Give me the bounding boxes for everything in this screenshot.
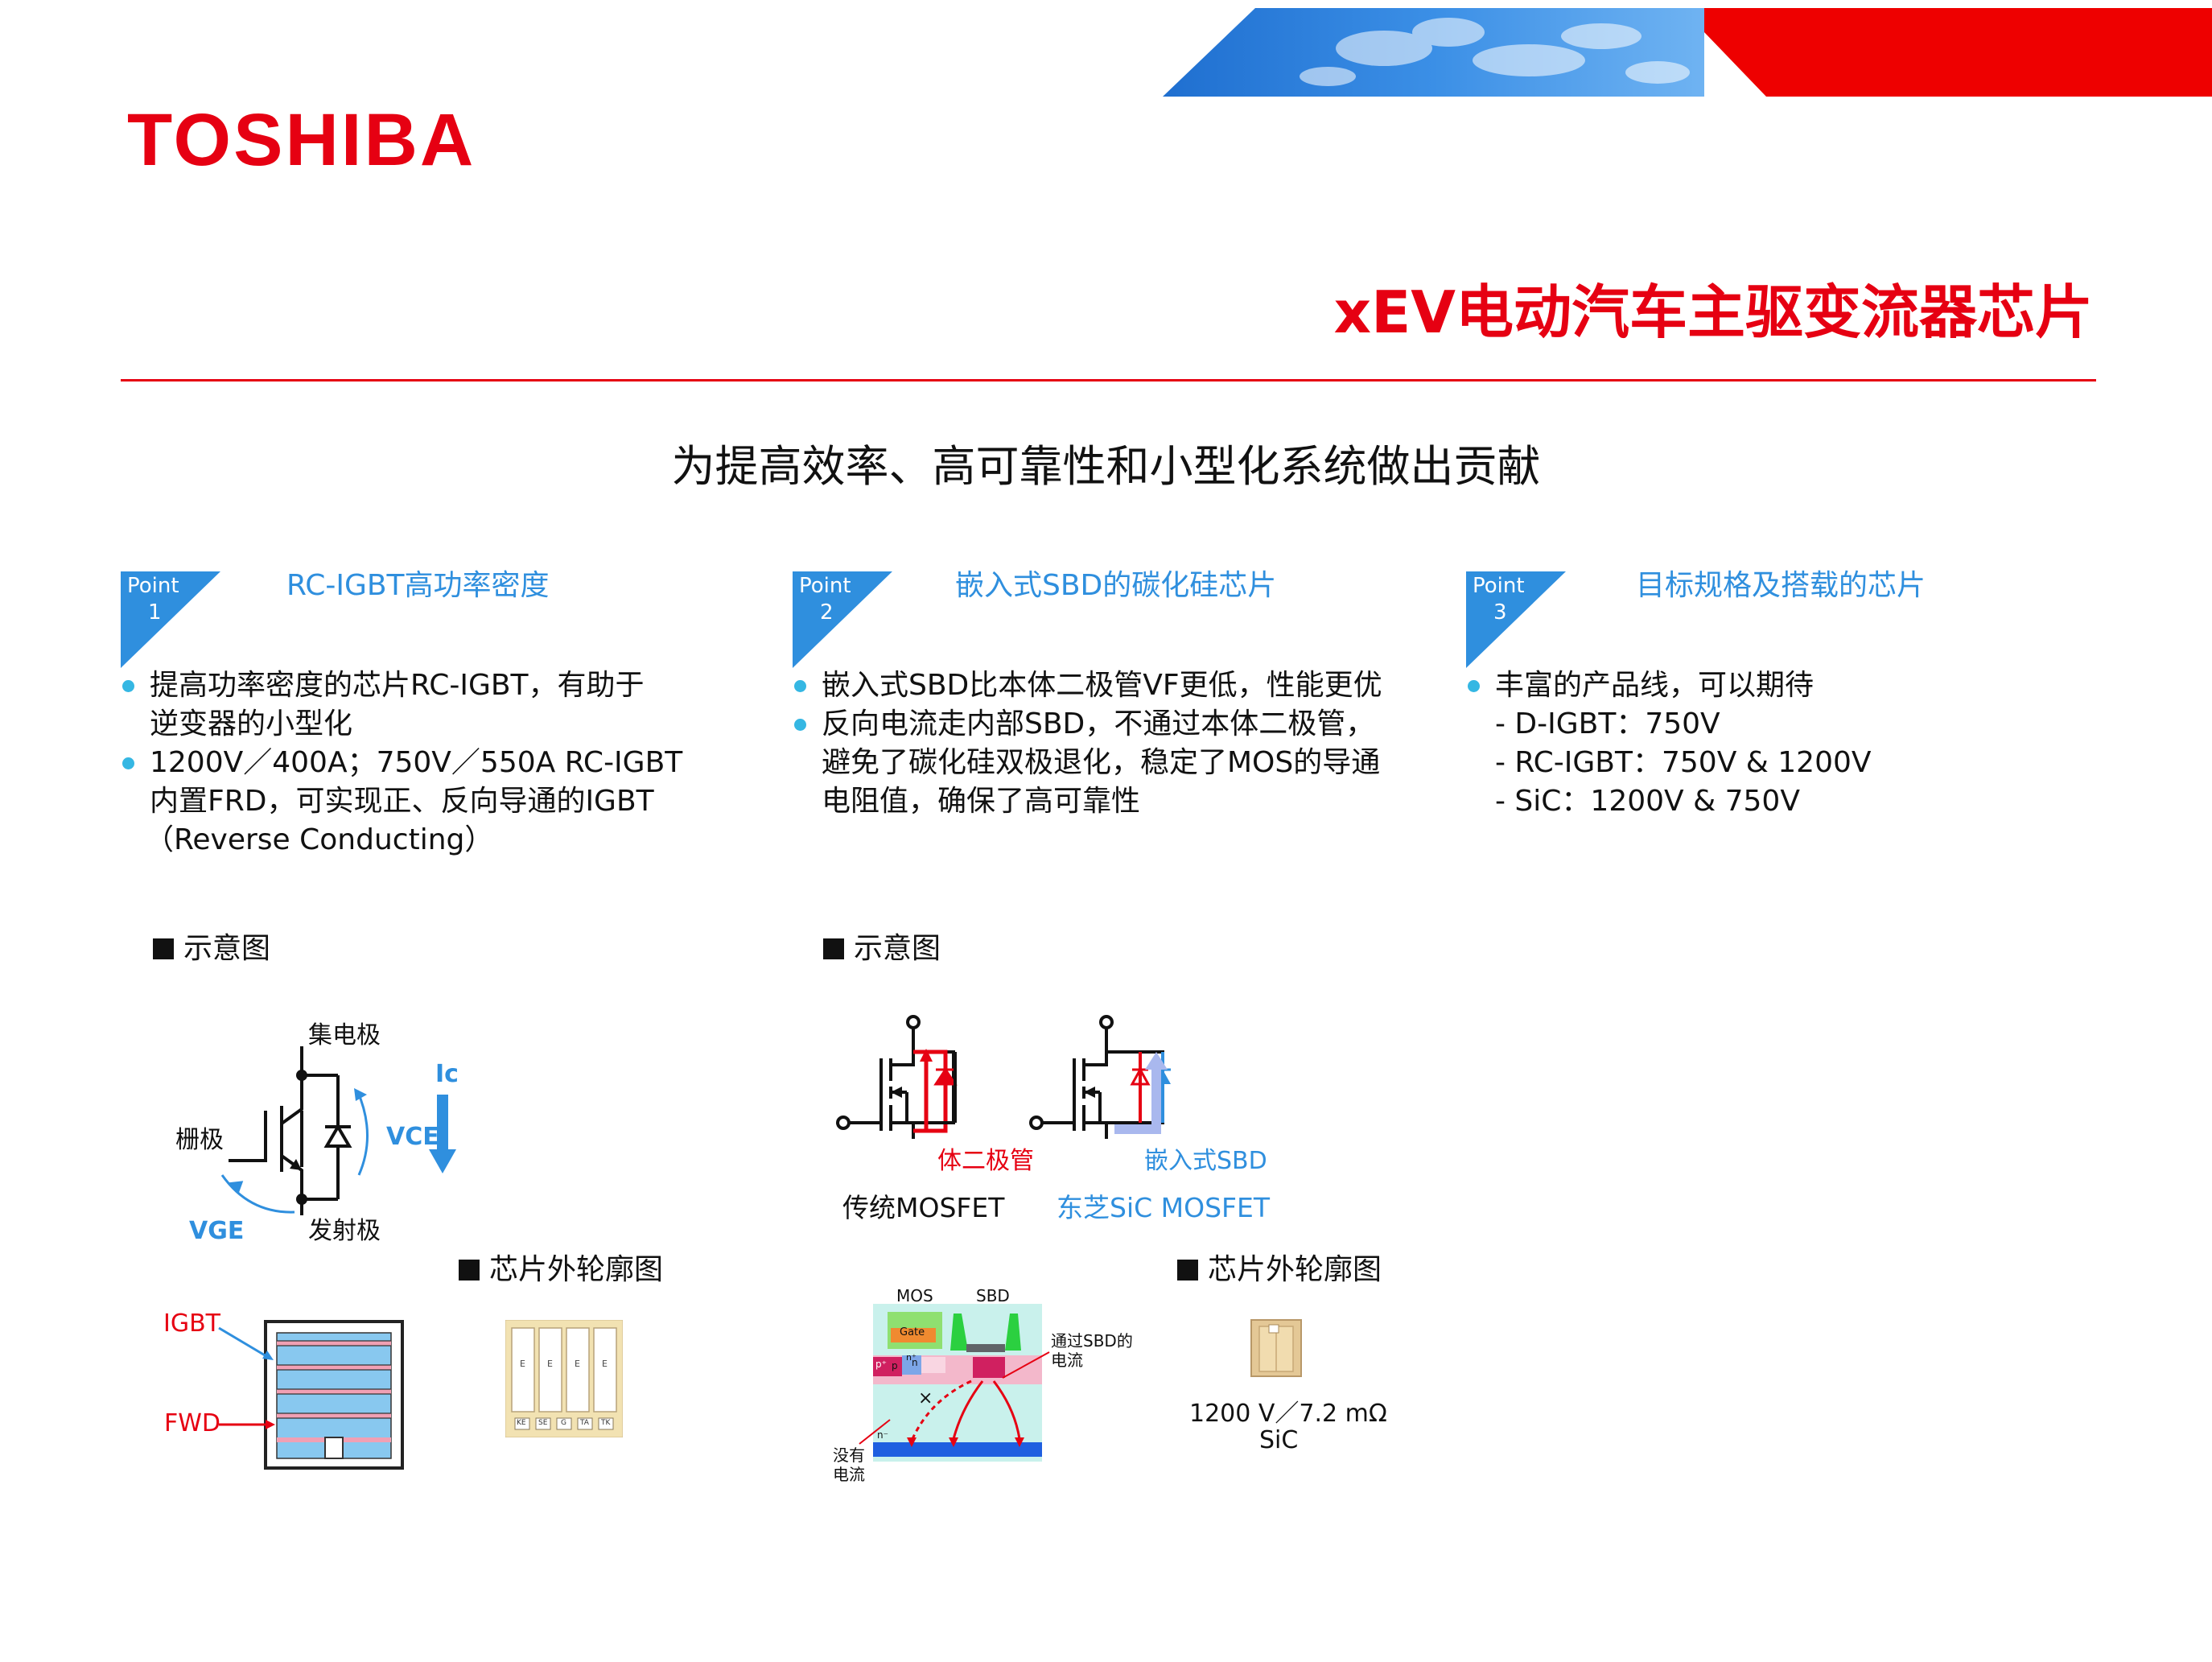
schematic-heading-2: 示意图 (823, 931, 941, 966)
spec-line: - RC-IGBT：750V & 1200V (1495, 746, 1872, 779)
sic-type: SiC (1259, 1426, 1299, 1454)
point-2-badge (793, 571, 892, 668)
page-title: xEV电动汽车主驱变流器芯片 (1333, 278, 2093, 346)
title-divider (121, 379, 2096, 381)
point-1-title: RC-IGBT高功率密度 (286, 569, 550, 602)
sic-rating: 1200 V／7.2 mΩ (1189, 1400, 1387, 1428)
vge-label: VGE (189, 1217, 245, 1245)
conventional-mosfet-caption: 传统MOSFET (842, 1192, 1005, 1223)
pad-label: SE (538, 1419, 548, 1427)
point-1-bullets: 提高功率密度的芯片RC-IGBT，有助于 逆变器的小型化 1200V／400A；… (122, 666, 682, 860)
cross-section-pointers (859, 1351, 1050, 1445)
list-item: 丰富的产品线，可以期待 (1468, 666, 1872, 705)
point-3-bullets: 丰富的产品线，可以期待 - D-IGBT：750V - RC-IGBT：750V… (1468, 666, 1872, 821)
point-3-badge (1466, 571, 1566, 668)
via-sbd-label: 通过SBD的 电流 (1051, 1331, 1133, 1370)
mos-label: MOS (896, 1286, 933, 1305)
ic-label: Ic (435, 1060, 459, 1088)
n-label: n (912, 1357, 918, 1368)
point-2-title: 嵌入式SBD的碳化硅芯片 (955, 569, 1277, 602)
p-label: p (892, 1360, 898, 1371)
chip-pointer-lines (218, 1326, 275, 1429)
rc-igbt-chip-outline (264, 1320, 404, 1470)
no-current-label: 没有 电流 (833, 1445, 865, 1484)
toshiba-sic-mosfet-symbol (1029, 1015, 1171, 1139)
point-2-bullets: 嵌入式SBD比本体二极管VF更低，性能更优 反向电流走内部SBD，不通过本体二极… (794, 666, 1382, 821)
body-diode-label: 体二极管 (937, 1147, 1034, 1175)
outline-heading-2: 芯片外轮廓图 (1177, 1252, 1382, 1287)
fwd-label: FWD (164, 1409, 221, 1437)
outline-heading-1: 芯片外轮廓图 (459, 1252, 663, 1287)
cell-label: E (547, 1359, 553, 1369)
list-item: 反向电流走内部SBD，不通过本体二极管， 避免了碳化硅双极退化，稳定了MOS的导… (794, 705, 1382, 821)
list-item: 提高功率密度的芯片RC-IGBT，有助于 逆变器的小型化 (122, 666, 682, 744)
toshiba-logo: TOSHIBA (127, 99, 476, 181)
cell-label: E (575, 1359, 580, 1369)
n-minus-label: n⁻ (877, 1429, 888, 1441)
embedded-sbd-label: 嵌入式SBD (1144, 1147, 1267, 1175)
n-plus-label: n⁺ (906, 1352, 917, 1363)
p-plus-label: p⁺ (875, 1359, 887, 1370)
pad-label: KE (517, 1419, 526, 1427)
red-banner (1704, 8, 2212, 97)
cloud-texture (1300, 18, 1690, 86)
spec-line: - D-IGBT：750V (1495, 707, 1720, 740)
header-banner (1163, 8, 2212, 97)
sbd-label: SBD (976, 1286, 1010, 1305)
point-3-title: 目标规格及搭载的芯片 (1636, 569, 1926, 602)
sic-cross-section: × (873, 1304, 1042, 1462)
point-1-badge (121, 571, 220, 668)
igbt-label: IGBT (163, 1309, 221, 1338)
vce-label: VCE (386, 1123, 439, 1151)
current-arrow-icon (429, 1095, 456, 1173)
point-2-label: Point 2 (799, 574, 851, 625)
gate-label: 栅极 (175, 1126, 224, 1154)
pad-label: G (561, 1419, 566, 1427)
gate-region-label: Gate (900, 1326, 925, 1338)
collector-label: 集电极 (308, 1021, 381, 1050)
list-item: 1200V／400A；750V／550A RC-IGBT 内置FRD，可实现正、… (122, 744, 682, 860)
sic-chip-outline (1250, 1319, 1302, 1377)
list-item: 嵌入式SBD比本体二极管VF更低，性能更优 (794, 666, 1382, 705)
svg-text:×: × (918, 1388, 933, 1408)
igbt-circuit-diagram (217, 1046, 475, 1223)
pad-label: TA (580, 1419, 589, 1427)
page-subtitle: 为提高效率、高可靠性和小型化系统做出贡献 (671, 441, 1541, 492)
pad-chip-outline (505, 1320, 623, 1437)
emitter-label: 发射极 (308, 1217, 381, 1245)
cell-label: E (520, 1359, 525, 1369)
cell-label: E (602, 1359, 608, 1369)
point-3-label: Point 3 (1473, 574, 1525, 625)
schematic-heading-1: 示意图 (153, 931, 270, 966)
conventional-mosfet-symbol (836, 1015, 958, 1139)
spec-line: - SiC：1200V & 750V (1495, 785, 1800, 818)
toshiba-mosfet-caption: 东芝SiC MOSFET (1057, 1192, 1271, 1223)
point-1-label: Point 1 (127, 574, 179, 625)
pad-label: TK (601, 1419, 611, 1427)
